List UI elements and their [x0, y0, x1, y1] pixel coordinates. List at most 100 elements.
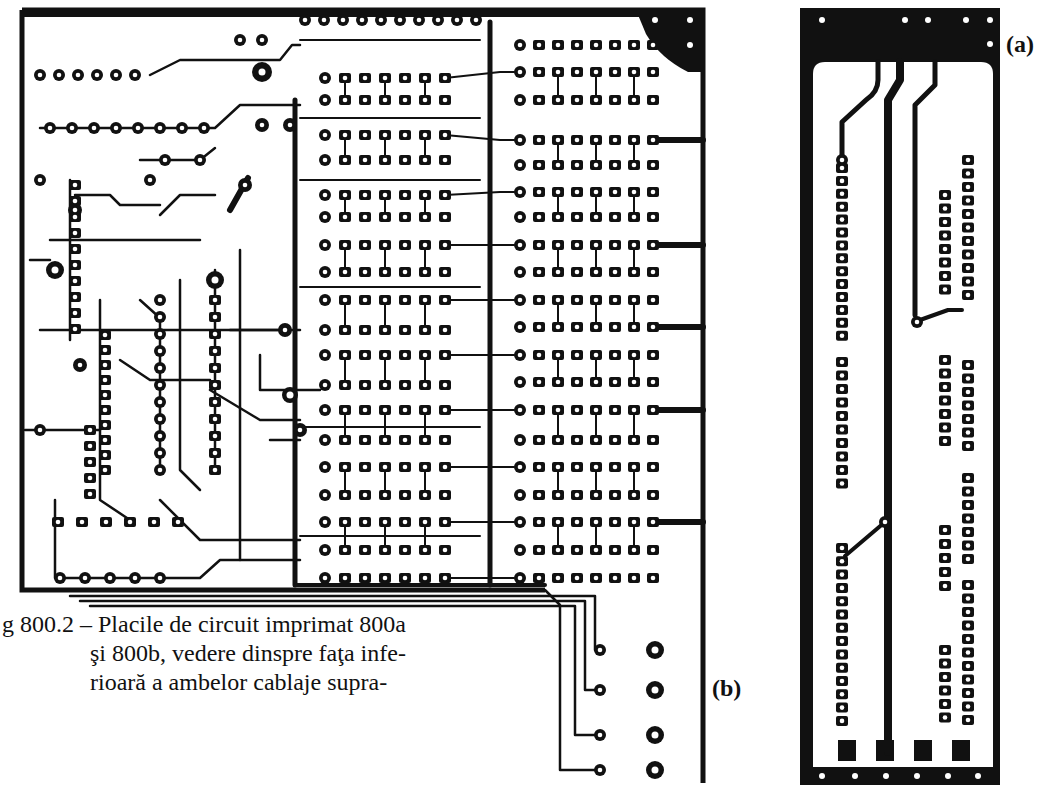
solder-pad: [647, 40, 659, 50]
drill-hole: [594, 380, 599, 385]
drill-hole: [343, 520, 348, 525]
solder-pad: [939, 382, 951, 392]
drill-hole: [575, 270, 580, 275]
solder-pad: [154, 396, 166, 408]
drill-hole: [383, 438, 388, 443]
drill-hole: [213, 451, 218, 456]
solder-pad: [836, 266, 848, 276]
drill-hole: [443, 548, 448, 553]
solder-pad: [590, 462, 602, 472]
solder-pad: [154, 294, 166, 306]
solder-pad: [514, 376, 526, 388]
solder-pad: [836, 240, 848, 250]
solder-pad: [962, 387, 974, 397]
solder-pad: [419, 295, 431, 305]
solder-pad: [939, 271, 951, 281]
solder-pad: [514, 404, 526, 416]
drill-hole: [52, 267, 59, 274]
drill-hole: [343, 298, 348, 303]
solder-pad: [962, 414, 974, 424]
solder-pad: [439, 435, 451, 445]
drill-hole: [443, 576, 448, 581]
drill-hole: [883, 520, 888, 525]
solder-pad: [514, 516, 526, 528]
solder-pad: [628, 67, 640, 77]
drill-hole: [103, 438, 108, 443]
solder-pad: [939, 258, 951, 268]
solder-pad: [590, 490, 602, 500]
drill-hole: [613, 215, 618, 220]
solder-pad: [339, 405, 351, 415]
drill-hole: [594, 215, 599, 220]
solder-pad: [836, 253, 848, 263]
solder-pad: [69, 180, 81, 190]
drill-hole: [518, 243, 523, 248]
solder-pad: [419, 490, 431, 500]
drill-hole: [423, 383, 428, 388]
drill-hole: [556, 215, 561, 220]
solder-pad: [590, 40, 602, 50]
solder-pad: [962, 250, 974, 260]
drill-hole: [443, 465, 448, 470]
solder-pad: [939, 285, 951, 295]
solder-pad: [962, 155, 974, 165]
drill-hole: [158, 332, 163, 337]
solder-pad: [514, 39, 526, 51]
drill-hole: [840, 400, 845, 405]
drill-hole: [363, 193, 368, 198]
drill-hole: [943, 528, 948, 533]
drill-hole: [443, 193, 448, 198]
solder-pad: [514, 294, 526, 306]
drill-hole: [966, 489, 971, 494]
drill-hole: [383, 328, 388, 333]
copper-trace: [445, 354, 514, 356]
solder-pad: [836, 676, 848, 686]
drill-hole: [556, 70, 561, 75]
solder-pad: [439, 73, 451, 83]
solder-pad: [359, 405, 371, 415]
drill-hole: [840, 269, 845, 274]
solder-pad: [911, 316, 923, 328]
drill-hole: [556, 408, 561, 413]
drill-hole: [323, 493, 328, 498]
drill-hole: [575, 438, 580, 443]
drill-hole: [403, 270, 408, 275]
drill-hole: [323, 548, 328, 553]
drill-hole: [651, 70, 656, 75]
solder-pad: [590, 267, 602, 277]
solder-pad: [319, 266, 331, 278]
drill-hole: [537, 353, 542, 358]
solder-pad: [646, 641, 664, 659]
drill-hole: [343, 98, 348, 103]
solder-pad: [399, 545, 411, 555]
solder-pad: [594, 729, 606, 741]
solder-pad: [359, 267, 371, 277]
drill-hole: [403, 76, 408, 81]
drill-hole: [443, 215, 448, 220]
solder-pad: [962, 209, 974, 219]
solder-pad: [836, 689, 848, 699]
solder-pad: [647, 240, 659, 250]
drill-hole: [632, 163, 637, 168]
mounting-dot: [963, 17, 969, 23]
solder-pad: [836, 452, 848, 462]
copper-trace: [50, 239, 200, 242]
drill-hole: [343, 383, 348, 388]
drill-hole: [114, 73, 119, 78]
drill-hole: [343, 493, 348, 498]
drill-hole: [518, 163, 523, 168]
solder-pad: [379, 267, 391, 277]
solder-pad: [590, 67, 602, 77]
drill-hole: [840, 679, 845, 684]
solder-pad: [836, 411, 848, 421]
solder-pad: [962, 277, 974, 287]
drill-hole: [943, 206, 948, 211]
solder-pad: [514, 266, 526, 278]
drill-hole: [78, 363, 83, 368]
solder-pad: [419, 130, 431, 140]
drill-hole: [840, 599, 845, 604]
solder-pad: [439, 462, 451, 472]
drill-hole: [575, 576, 580, 581]
solder-pad: [590, 240, 602, 250]
solder-pad: [590, 187, 602, 197]
